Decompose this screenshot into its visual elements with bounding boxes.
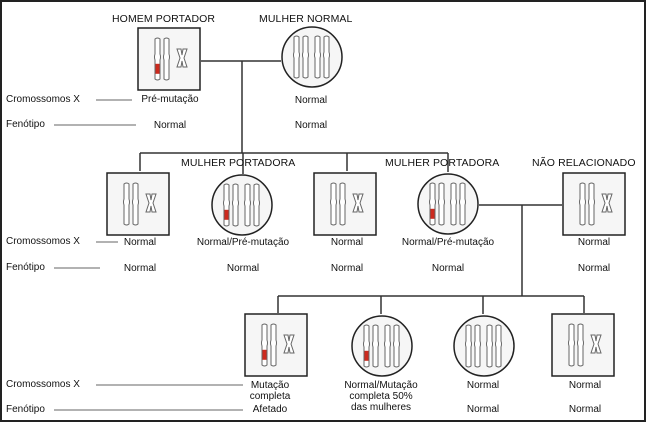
x-chromosome-icon [261, 323, 277, 367]
node-gen2-3 [416, 172, 480, 236]
female-circle-symbol [281, 26, 343, 88]
x-chromosome-icon [450, 182, 466, 226]
x-chromosome-icon [579, 182, 595, 226]
title-mulher-normal: MULHER NORMAL [259, 13, 353, 25]
y-chromosome-icon [145, 193, 157, 213]
gen3-3-phenotype: Normal [568, 404, 602, 415]
x-chromosome-icon [293, 35, 309, 79]
mutation-mark [155, 63, 160, 74]
node-gen3-0 [244, 313, 308, 377]
node-gen2-0 [106, 172, 170, 236]
node-gen2-1 [210, 173, 274, 237]
label-fenotipo-gen3: Fenótipo [6, 404, 45, 415]
x-chromosome-icon [568, 323, 584, 367]
x-chromosome-icon [223, 183, 239, 227]
gen2-3-phenotype: Normal [431, 263, 465, 274]
x-chromosome-icon [384, 324, 400, 368]
gen3-0-phenotype: Afetado [252, 404, 288, 415]
mutation-mark [262, 349, 267, 360]
y-chromosome-icon [590, 334, 602, 354]
y-chromosome-icon [601, 193, 613, 213]
female-circle-symbol [417, 173, 479, 235]
father-chromosomes: Pré-mutação [141, 94, 199, 105]
y-chromosome-icon [352, 193, 364, 213]
label-cromossomos-gen2: Cromossomos X [6, 236, 80, 247]
label-cromossomos-gen1: Cromossomos X [6, 94, 80, 105]
node-gen2-4 [562, 172, 626, 236]
mutation-mark [430, 208, 435, 219]
female-circle-symbol [351, 315, 413, 377]
title-homem-portador: HOMEM PORTADOR [112, 13, 216, 25]
gen2-4-chromosomes: Normal [577, 237, 611, 248]
label-fenotipo-gen1: Fenótipo [6, 119, 45, 130]
gen3-2-chromosomes: Normal [466, 380, 500, 391]
gen3-3-chromosomes: Normal [568, 380, 602, 391]
mother-chromosomes: Normal [294, 95, 328, 106]
gen3-1-chromosomes: Normal/Mutação completa 50% das mulheres [344, 380, 418, 413]
gen3-0-chromosomes: Mutação completa [249, 380, 291, 402]
y-chromosome-icon [176, 48, 188, 68]
label-cromossomos-gen3: Cromossomos X [6, 379, 80, 390]
gen2-0-chromosomes: Normal [123, 237, 157, 248]
x-chromosome-icon [244, 183, 260, 227]
node-gen3-1 [350, 314, 414, 378]
gen2-1-chromosomes: Normal/Pré-mutação [196, 237, 290, 248]
gen2-4-phenotype: Normal [577, 263, 611, 274]
gen2-3-chromosomes: Normal/Pré-mutação [401, 237, 495, 248]
x-chromosome-icon [314, 35, 330, 79]
female-circle-symbol [211, 174, 273, 236]
x-chromosome-icon [123, 182, 139, 226]
y-chromosome-icon [283, 334, 295, 354]
title-gen2-3: MULHER PORTADORA [385, 157, 500, 169]
node-gen3-3 [551, 313, 615, 377]
x-chromosome-icon [429, 182, 445, 226]
mutation-mark [224, 209, 229, 220]
title-gen2-1: MULHER PORTADORA [181, 157, 296, 169]
gen2-2-chromosomes: Normal [330, 237, 364, 248]
node-gen3-2 [452, 314, 516, 378]
mutation-mark [364, 350, 369, 361]
node-mother-gen1 [280, 25, 344, 89]
node-gen2-2 [313, 172, 377, 236]
gen3-2-phenotype: Normal [466, 404, 500, 415]
gen2-2-phenotype: Normal [330, 263, 364, 274]
label-fenotipo-gen2: Fenótipo [6, 262, 45, 273]
title-gen2-4: NÃO RELACIONADO [532, 157, 636, 169]
x-chromosome-icon [363, 324, 379, 368]
node-father-gen1 [137, 27, 201, 91]
x-chromosome-icon [465, 324, 481, 368]
x-chromosome-icon [486, 324, 502, 368]
father-phenotype: Normal [153, 120, 187, 131]
x-chromosome-icon [330, 182, 346, 226]
female-circle-symbol [453, 315, 515, 377]
mother-phenotype: Normal [294, 120, 328, 131]
gen2-0-phenotype: Normal [123, 263, 157, 274]
x-chromosome-icon [154, 37, 170, 81]
gen2-1-phenotype: Normal [226, 263, 260, 274]
